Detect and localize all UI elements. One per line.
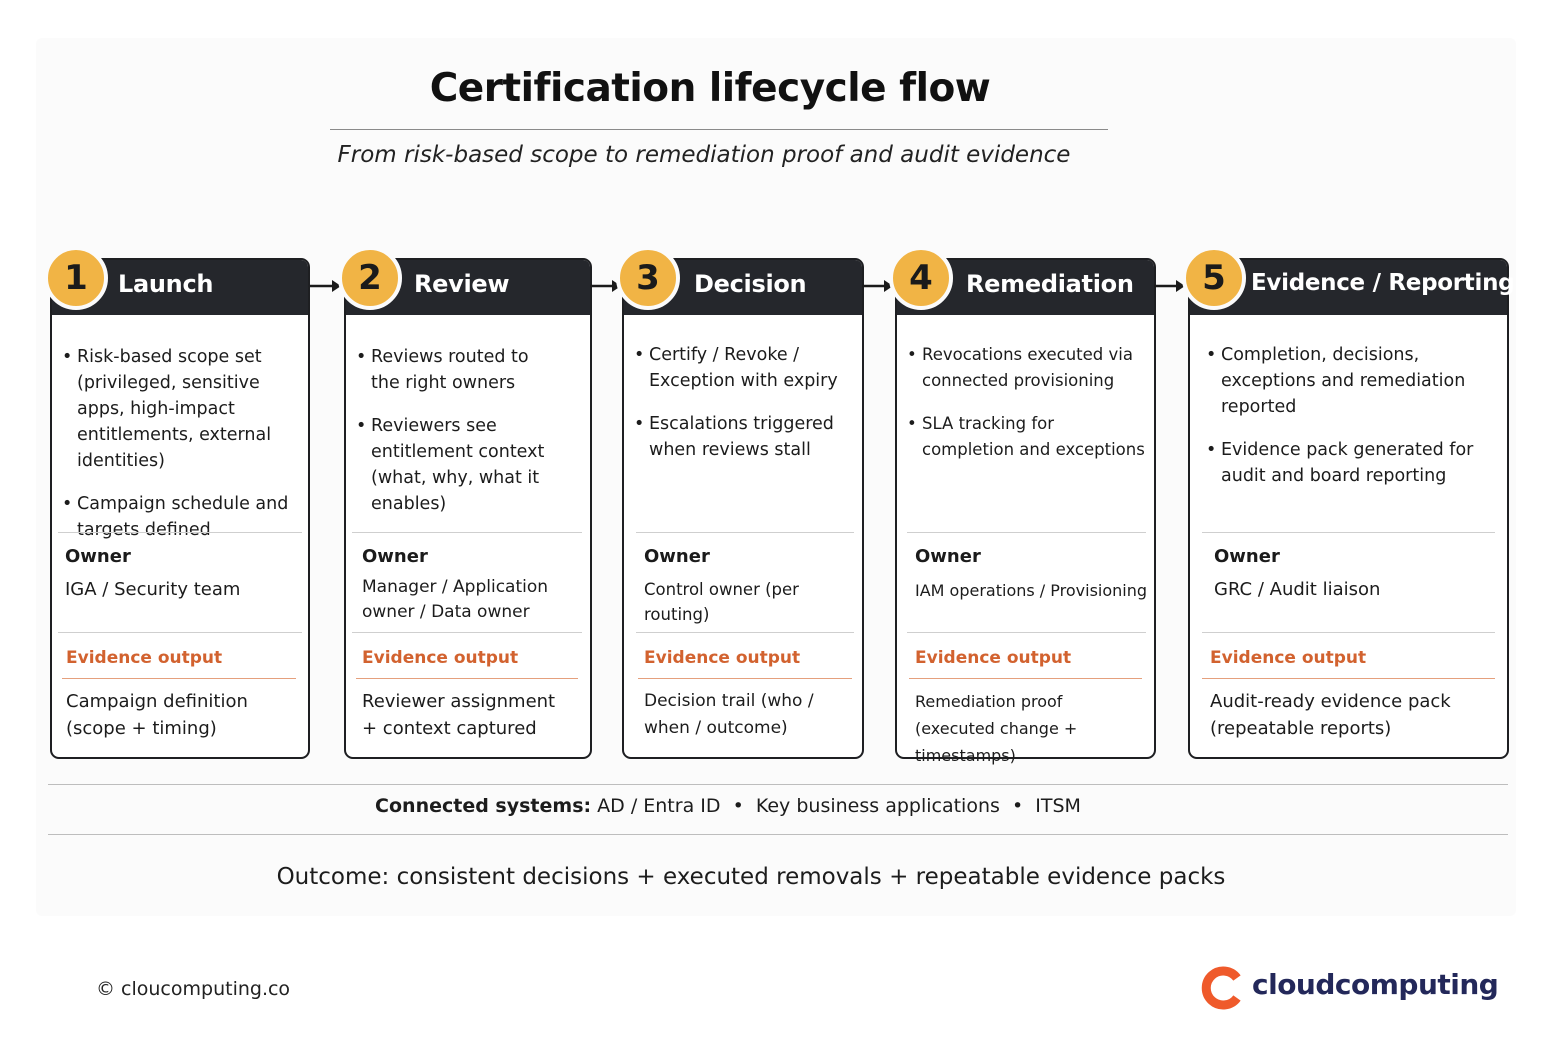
evidence-output-label: Evidence output [915,648,1072,668]
systems-bottom-divider [48,834,1508,835]
step-title: Evidence / Reporting [1251,270,1515,296]
divider [907,632,1146,633]
owner-value: Control owner (per routing) [644,580,799,624]
divider [636,632,854,633]
evidence-output-value: Remediation proof (executed change + tim… [915,692,1078,765]
step-card-decision: Decision 3 Certify / Revoke / Exception … [616,246,864,759]
owner-label: Owner [362,546,428,567]
step-number-badge: 1 [44,246,108,310]
arrow-icon [862,280,893,292]
connected-systems-label: Connected systems: [375,795,592,817]
evidence-divider [356,678,578,679]
evidence-divider [638,678,852,679]
evidence-output-value: Audit-ready evidence pack (repeatable re… [1210,691,1451,739]
outcome-statement: Outcome: consistent decisions + executed… [276,864,1226,890]
divider [1202,532,1495,533]
bullet-item: Campaign schedule and targets defined [62,491,300,543]
bullet-item: Completion, decisions, exceptions and re… [1206,342,1471,420]
evidence-output-value: Reviewer assignment + context captured [362,691,556,739]
divider [907,532,1146,533]
evidence-output-label: Evidence output [66,648,223,668]
bullet-item: Certify / Revoke / Exception with expiry [634,342,839,394]
step-card-launch: Launch 1 Risk-based scope set (privilege… [44,246,310,759]
logo-wordmark: cloudcomputing [1252,968,1499,1001]
divider [352,532,582,533]
title-divider [330,129,1108,130]
owner-label: Owner [65,546,131,567]
divider [58,632,302,633]
step-number-badge: 3 [616,246,680,310]
evidence-divider [1202,678,1495,679]
step-bullets: Completion, decisions, exceptions and re… [1206,342,1499,506]
bullet-item: SLA tracking for completion and exceptio… [907,411,1147,463]
bullet-item: Evidence pack generated for audit and bo… [1206,437,1476,489]
step-card-remediation: Remediation 4 Revocations executed via c… [889,246,1156,765]
evidence-output-value: Campaign definition (scope + timing) [66,691,248,739]
step-card-review: Review 2 Reviews routed to the right own… [338,246,592,759]
step-number-badge: 2 [338,246,402,310]
page-title: Certification lifecycle flow [429,66,991,111]
owner-label: Owner [644,546,710,567]
step-card-evidence-reporting: Evidence / Reporting 5 Completion, decis… [1182,246,1515,759]
step-bullets: Reviews routed to the right owners Revie… [356,344,582,534]
evidence-output-label: Evidence output [644,648,801,668]
arrow-icon [1154,280,1185,292]
step-title: Review [414,270,510,298]
step-number-badge: 4 [889,246,953,310]
bullet-item: Reviews routed to the right owners [356,344,551,396]
step-bullets: Risk-based scope set (privileged, sensit… [62,344,300,560]
systems-top-divider [48,784,1508,785]
evidence-output-label: Evidence output [1210,648,1367,668]
owner-label: Owner [1214,546,1280,567]
divider [58,532,302,533]
step-bullets: Certify / Revoke / Exception with expiry… [634,342,854,480]
page-subtitle: From risk-based scope to remediation pro… [337,142,1071,168]
owner-value: Manager / Application owner / Data owner [362,577,549,622]
evidence-output-value: Decision trail (who / when / outcome) [644,691,814,738]
step-bullets: Revocations executed via connected provi… [907,342,1146,480]
step-title: Decision [694,270,807,298]
owner-value: IGA / Security team [65,579,241,600]
copyright-text: © cloucomputing.co [96,978,291,1000]
evidence-divider [62,678,296,679]
connected-systems-value: AD / Entra ID • Key business application… [597,795,1081,817]
divider [636,532,854,533]
evidence-output-label: Evidence output [362,648,519,668]
arrow-icon [310,280,341,292]
bullet-item: Risk-based scope set (privileged, sensit… [62,344,300,474]
owner-value: GRC / Audit liaison [1214,579,1381,600]
step-title: Launch [118,270,214,298]
owner-value: IAM operations / Provisioning [915,581,1148,600]
bullet-item: Revocations executed via connected provi… [907,342,1137,394]
step-title: Remediation [966,270,1134,298]
evidence-divider [909,678,1142,679]
step-header: Evidence / Reporting [1190,260,1515,315]
connected-systems: Connected systems: AD / Entra ID • Key b… [0,795,1456,817]
cloudcomputing-logo-icon [1201,966,1241,1010]
step-number-badge: 5 [1182,246,1246,310]
bullet-item: Reviewers see entitlement context (what,… [356,413,571,517]
owner-label: Owner [915,546,981,567]
divider [352,632,582,633]
divider [1202,632,1495,633]
bullet-item: Escalations triggered when reviews stall [634,411,849,463]
